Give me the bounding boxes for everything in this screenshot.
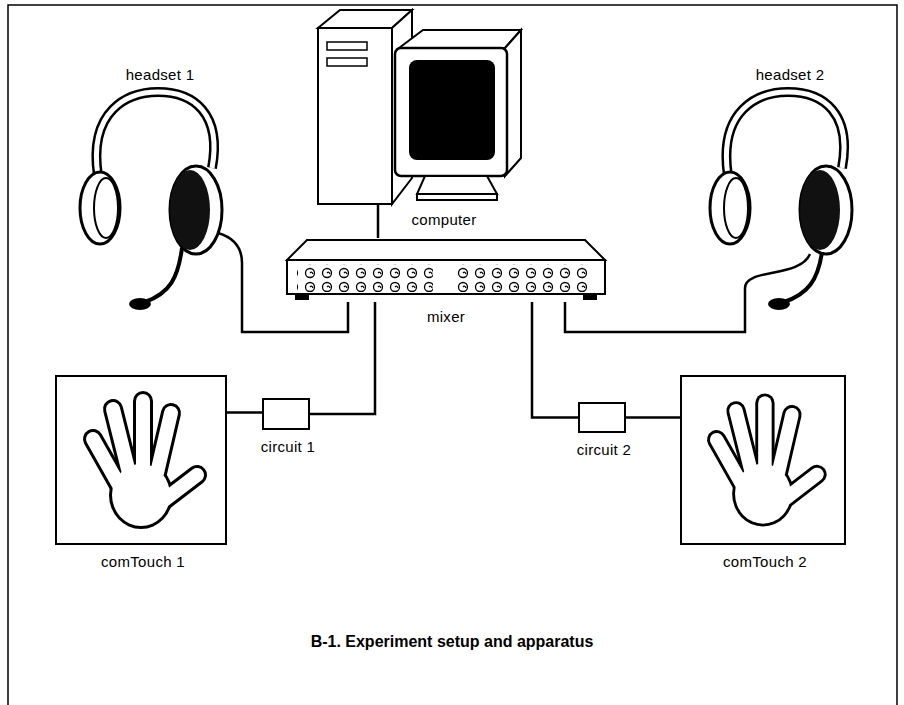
- node-label: comTouch 2: [723, 553, 807, 571]
- node-label: headset 2: [756, 66, 825, 84]
- circuit-box: circuit 1: [262, 398, 310, 430]
- mixer-node: mixer: [285, 238, 607, 302]
- node-label: circuit 2: [577, 441, 631, 459]
- computer-node: computer: [315, 8, 525, 205]
- circuit-box: circuit 2: [578, 402, 626, 433]
- connector-wire: [532, 302, 578, 418]
- node-label: comTouch 1: [101, 553, 185, 571]
- node-label: mixer: [427, 308, 465, 326]
- comtouch-box: comTouch 1: [55, 375, 227, 545]
- connector-wire: [227, 412, 262, 413]
- computer-illustration: [315, 8, 525, 205]
- frame-border: [8, 5, 897, 705]
- hand-outline: [682, 377, 844, 543]
- figure-caption: B-1. Experiment setup and apparatus: [0, 632, 904, 652]
- headset-node: headset 1: [70, 88, 250, 300]
- node-label: headset 1: [126, 66, 195, 84]
- headset-illustration: [70, 88, 250, 300]
- connector-wire: [626, 417, 680, 418]
- node-label: circuit 1: [261, 438, 315, 456]
- connector-wire: [565, 300, 745, 332]
- hand-outline: [57, 377, 225, 543]
- node-label: computer: [412, 211, 477, 229]
- connector-wire: [242, 300, 348, 332]
- headset-node: headset 2: [700, 88, 880, 300]
- comtouch-box: comTouch 2: [680, 375, 846, 545]
- connector-wire: [378, 205, 379, 238]
- headset-illustration: [700, 88, 880, 300]
- connector-wire: [310, 302, 375, 414]
- mixer-illustration: [285, 238, 607, 302]
